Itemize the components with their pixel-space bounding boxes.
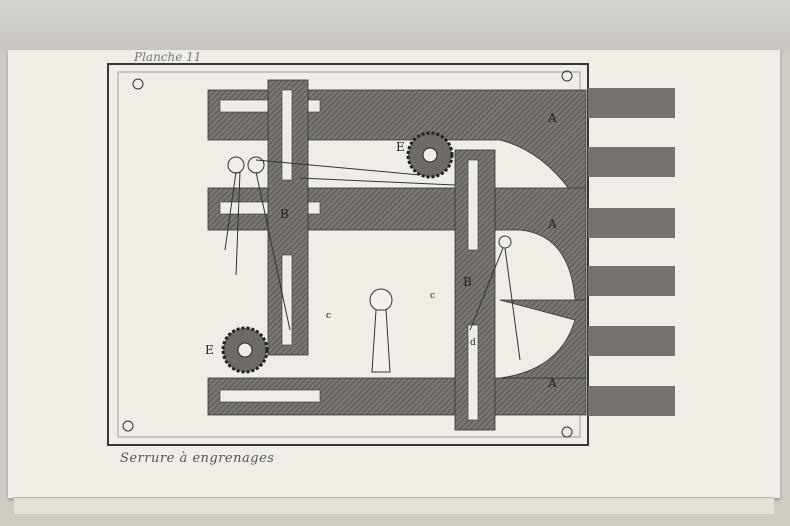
- page-edge: [14, 497, 774, 514]
- gear-upper: [406, 131, 454, 179]
- springs: [224, 156, 521, 361]
- keyhole: [369, 288, 393, 373]
- background-shade: [0, 0, 790, 52]
- label-e1: E: [396, 140, 405, 154]
- rack-slots: [281, 89, 479, 421]
- lock-case-outline: [107, 63, 589, 446]
- plate-title: Planche 11: [134, 50, 202, 64]
- label-a1: A: [547, 111, 557, 125]
- label-c1: c: [326, 311, 331, 321]
- label-d: d: [470, 338, 476, 348]
- label-a2: A: [547, 217, 557, 231]
- screw-hole: [122, 420, 134, 432]
- screw-hole: [561, 70, 573, 82]
- label-e2: E: [205, 343, 214, 357]
- screw-hole: [561, 426, 573, 438]
- label-b1: B: [280, 207, 289, 221]
- label-c2: c: [430, 291, 435, 301]
- gear-lower: [221, 326, 269, 374]
- plate-caption: Serrure à engrenages: [120, 451, 275, 466]
- label-a3: A: [547, 376, 557, 390]
- label-b2: B: [463, 275, 472, 289]
- bolt-tongues: [588, 88, 675, 416]
- screw-hole: [132, 78, 144, 90]
